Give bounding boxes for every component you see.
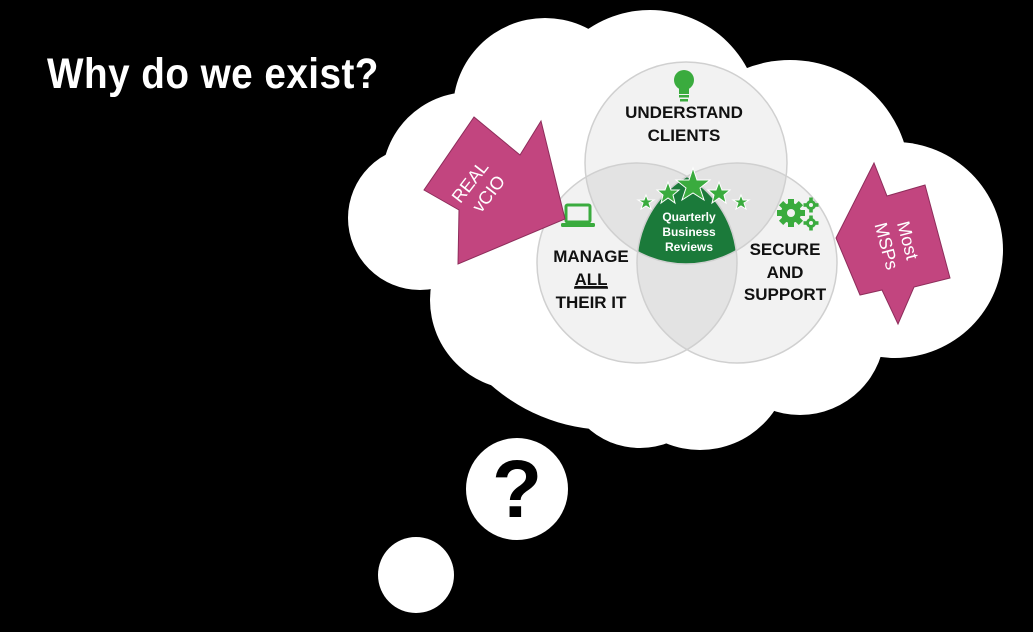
thought-bubble-small (378, 537, 454, 613)
svg-text:MANAGE: MANAGE (553, 247, 629, 266)
arrow-real-vcio: REAL vCIO (423, 116, 566, 265)
label-secure-and-support: SECURE AND SUPPORT (744, 240, 827, 304)
thought-bubble-large (466, 438, 568, 540)
page-title: Why do we exist? (47, 50, 379, 98)
svg-text:Quarterly: Quarterly (662, 210, 716, 224)
svg-text:AND: AND (767, 263, 804, 282)
lightbulb-icon (674, 70, 694, 102)
laptop-icon (561, 203, 595, 227)
svg-text:CLIENTS: CLIENTS (648, 126, 721, 145)
svg-text:Reviews: Reviews (665, 240, 713, 254)
svg-text:Business: Business (662, 225, 716, 239)
label-quarterly-business-reviews: Quarterly Business Reviews (662, 210, 716, 254)
arrow-most-msps: Most MSPs (835, 161, 951, 326)
svg-text:ALL: ALL (574, 270, 607, 289)
center-segment (637, 163, 737, 264)
gears-icon (777, 197, 819, 231)
question-mark: ? (492, 444, 542, 535)
svg-text:THEIR IT: THEIR IT (556, 293, 627, 312)
label-manage-all-their-it: MANAGE ALL THEIR IT (553, 247, 629, 312)
svg-text:UNDERSTAND: UNDERSTAND (625, 103, 743, 122)
label-understand-clients: UNDERSTAND CLIENTS (625, 103, 743, 145)
stars-icon (636, 166, 751, 211)
svg-text:SECURE: SECURE (750, 240, 821, 259)
svg-text:SUPPORT: SUPPORT (744, 285, 827, 304)
